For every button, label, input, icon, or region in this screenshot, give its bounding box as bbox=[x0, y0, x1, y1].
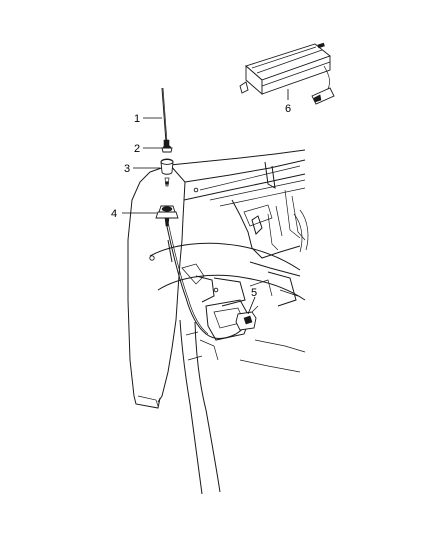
antenna-cable bbox=[165, 221, 249, 339]
antenna-base-drawing bbox=[155, 205, 179, 227]
antenna-adapter-drawing bbox=[160, 158, 174, 187]
cable-connector-drawing bbox=[235, 305, 259, 331]
callout-leaders bbox=[122, 89, 289, 315]
radio-module-drawing bbox=[239, 42, 335, 105]
antenna-nut-drawing bbox=[161, 145, 173, 153]
callout-5: 5 bbox=[251, 287, 257, 299]
callout-4: 4 bbox=[111, 208, 117, 220]
callout-6: 6 bbox=[285, 103, 291, 115]
antenna-mast-drawing bbox=[161, 87, 170, 153]
callout-labels: 1 2 3 4 5 6 bbox=[111, 103, 291, 299]
callout-1: 1 bbox=[134, 113, 140, 125]
callout-2: 2 bbox=[134, 143, 140, 155]
vehicle-fender-drawing bbox=[127, 149, 309, 495]
callout-3: 3 bbox=[124, 163, 130, 175]
